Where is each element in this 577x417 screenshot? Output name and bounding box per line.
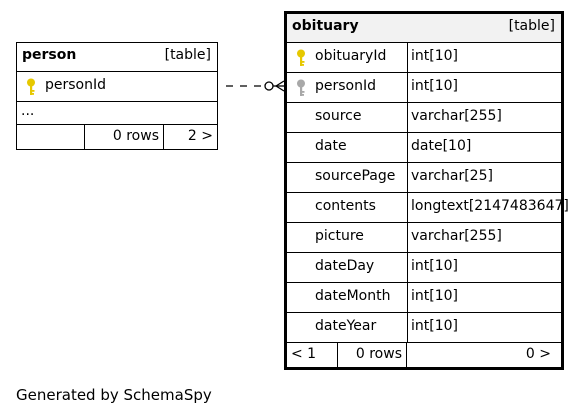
- column-type: int[10]: [407, 313, 561, 342]
- table-footer: 0 rows 2 >: [17, 125, 217, 149]
- column-name: dateMonth: [315, 288, 391, 304]
- crows-foot-marker: [275, 80, 285, 87]
- table-header: obituary [table]: [287, 14, 561, 43]
- table-name: obituary: [292, 18, 359, 34]
- column-row: sourcePage varchar[25]: [287, 163, 561, 193]
- table-footer: < 1 0 rows 0 >: [287, 343, 561, 367]
- column-row: source varchar[255]: [287, 103, 561, 133]
- footer-children: 2 >: [187, 128, 213, 144]
- column-type: int[10]: [407, 253, 561, 282]
- optional-marker: [264, 81, 274, 91]
- column-type: date[10]: [407, 133, 561, 162]
- column-row: personId: [17, 72, 217, 102]
- footer-parents: [17, 125, 85, 149]
- generated-by-caption: Generated by SchemaSpy: [16, 386, 212, 404]
- column-name: personId: [45, 77, 107, 93]
- column-name: obituaryId: [315, 48, 387, 64]
- column-name: date: [315, 138, 347, 154]
- footer-row-count: 0 rows: [338, 343, 407, 367]
- column-row: dateMonth int[10]: [287, 283, 561, 313]
- column-type: int[10]: [407, 283, 561, 312]
- person-table: person [table] personId ... 0 rows 2 >: [16, 42, 218, 150]
- foreign-key-icon: [297, 79, 305, 96]
- more-columns-row: ...: [17, 102, 217, 125]
- column-name: source: [315, 108, 362, 124]
- column-row: personId int[10]: [287, 73, 561, 103]
- table-name: person: [22, 47, 77, 63]
- column-name: personId: [315, 78, 377, 94]
- column-type: varchar[255]: [407, 103, 561, 132]
- column-type: longtext[2147483647]: [407, 193, 569, 222]
- footer-parents: < 1: [287, 343, 338, 367]
- primary-key-icon: [27, 78, 35, 95]
- table-header: person [table]: [17, 43, 217, 72]
- more-columns-ellipsis: ...: [21, 103, 35, 119]
- column-name: dateYear: [315, 318, 377, 334]
- column-name: picture: [315, 228, 364, 244]
- column-row: dateDay int[10]: [287, 253, 561, 283]
- column-row: picture varchar[255]: [287, 223, 561, 253]
- table-kind: [table]: [164, 47, 211, 63]
- table-kind: [table]: [508, 18, 555, 34]
- footer-children: 0 >: [525, 346, 551, 362]
- column-name: sourcePage: [315, 168, 396, 184]
- column-name: dateDay: [315, 258, 375, 274]
- column-name: contents: [315, 198, 376, 214]
- column-type: varchar[25]: [407, 163, 561, 192]
- column-row: obituaryId int[10]: [287, 43, 561, 73]
- footer-row-count: 0 rows: [85, 125, 164, 149]
- primary-key-icon: [297, 49, 305, 66]
- column-row: date date[10]: [287, 133, 561, 163]
- column-list: obituaryId int[10] personId int[10] source va…: [287, 43, 569, 343]
- column-type: int[10]: [407, 43, 561, 72]
- column-row: dateYear int[10]: [287, 313, 561, 343]
- column-row: contents longtext[2147483647]: [287, 193, 569, 223]
- column-type: int[10]: [407, 73, 561, 102]
- column-type: varchar[255]: [407, 223, 561, 252]
